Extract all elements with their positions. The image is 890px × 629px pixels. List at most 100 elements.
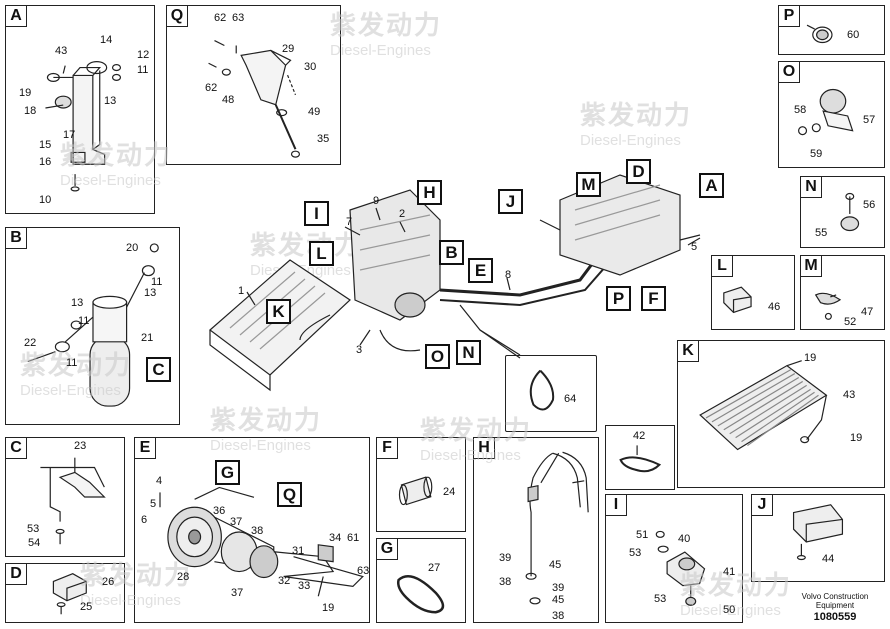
- detail-panel-hose: 64: [505, 355, 597, 432]
- detail-panel-a: A 43 14 12 11 19 13 18 17 15 16 10: [5, 5, 155, 214]
- condenser-drawing: [678, 341, 884, 487]
- part-number: 30: [304, 61, 317, 73]
- callout-n[interactable]: N: [456, 340, 481, 365]
- part-number: 3: [356, 344, 363, 356]
- callout-c[interactable]: C: [146, 357, 171, 382]
- part-number: 19: [322, 602, 335, 614]
- detail-panel-o: O 58 57 59: [778, 61, 885, 168]
- part-number: 36: [213, 505, 226, 517]
- drive-belt-drawing: [377, 539, 465, 622]
- part-number: 37: [231, 587, 244, 599]
- part-number: 19: [804, 352, 817, 364]
- part-number: 13: [71, 297, 84, 309]
- detail-panel-e: E 4 5 6 G Q 36 37 38 28 31 32 33 34 61 6…: [134, 437, 370, 623]
- part-number: 44: [822, 553, 835, 565]
- detail-panel-h: H 39 45 38 39 45 38: [473, 437, 599, 623]
- cable-tie-drawing: [606, 426, 674, 489]
- callout-k[interactable]: K: [266, 299, 291, 324]
- part-number: 63: [357, 565, 370, 577]
- part-number: 39: [499, 552, 512, 564]
- detail-panel-d: D 26 25: [5, 563, 125, 623]
- hose-clip-drawing: [779, 6, 884, 54]
- part-number: 2: [399, 208, 406, 220]
- sleeve-drawing: [377, 438, 465, 531]
- hose-routing-drawing: [474, 438, 598, 622]
- part-number: 11: [137, 64, 149, 76]
- callout-g[interactable]: G: [215, 460, 240, 485]
- bracket-rod-drawing: [167, 6, 340, 164]
- panel-label-g: G: [376, 538, 398, 560]
- detail-panel-f: F 24: [376, 437, 466, 532]
- detail-panel-b: B 20 11 13 13 11 21 22 11 C: [5, 227, 180, 425]
- callout-i[interactable]: I: [304, 201, 329, 226]
- detail-panel-m: M 47 52: [800, 255, 885, 330]
- panel-label-a: A: [5, 5, 27, 27]
- part-number: 53: [629, 547, 642, 559]
- callout-j[interactable]: J: [498, 189, 523, 214]
- panel-label-p: P: [778, 5, 800, 27]
- part-number: 10: [39, 194, 52, 206]
- part-number: 45: [552, 594, 565, 606]
- panel-label-k: K: [677, 340, 699, 362]
- part-number: 11: [78, 315, 90, 327]
- callout-b[interactable]: B: [439, 240, 464, 265]
- drawing-number: 1080559: [813, 611, 857, 623]
- callout-f[interactable]: F: [641, 286, 666, 311]
- panel-label-j: J: [751, 494, 773, 516]
- callout-q[interactable]: Q: [277, 482, 302, 507]
- part-number: 53: [654, 593, 667, 605]
- part-number: 15: [39, 139, 52, 151]
- callout-m[interactable]: M: [576, 172, 601, 197]
- part-number: 5: [150, 498, 157, 510]
- part-number: 57: [863, 114, 876, 126]
- clamp-drawing: [6, 564, 124, 622]
- part-number: 16: [39, 156, 52, 168]
- part-number: 49: [308, 106, 321, 118]
- hose-clamp-drawing: [752, 495, 884, 581]
- part-number: 20: [126, 242, 139, 254]
- part-number: 60: [847, 29, 860, 41]
- part-number: 8: [505, 269, 512, 281]
- part-number: 62: [205, 82, 218, 94]
- part-number: 12: [137, 49, 150, 61]
- part-number: 7: [346, 216, 353, 228]
- part-number: 6: [141, 514, 148, 526]
- detail-panel-p: P 60: [778, 5, 885, 55]
- callout-l[interactable]: L: [309, 241, 334, 266]
- detail-panel-l: L 46: [711, 255, 795, 330]
- part-number: 63: [232, 12, 245, 24]
- part-number: 61: [347, 532, 360, 544]
- part-number: 32: [278, 575, 291, 587]
- part-number: 21: [141, 332, 154, 344]
- panel-label-f: F: [376, 437, 398, 459]
- callout-h[interactable]: H: [417, 180, 442, 205]
- part-number: 13: [144, 287, 157, 299]
- callout-p[interactable]: P: [606, 286, 631, 311]
- panel-label-o: O: [778, 61, 800, 83]
- p-clamp-drawing: [779, 62, 884, 167]
- part-number: 53: [27, 523, 40, 535]
- part-number: 31: [292, 545, 305, 557]
- detail-panel-clip: 42: [605, 425, 675, 490]
- part-number: 59: [810, 148, 823, 160]
- part-number: 23: [74, 440, 87, 452]
- part-number: 18: [24, 105, 37, 117]
- compressor-assembly-drawing: [135, 438, 369, 622]
- callout-o[interactable]: O: [425, 344, 450, 369]
- part-number: 43: [55, 45, 68, 57]
- part-number: 11: [66, 357, 78, 369]
- part-number: 64: [564, 393, 577, 405]
- part-number: 4: [156, 475, 163, 487]
- part-number: 14: [100, 34, 113, 46]
- panel-label-q: Q: [166, 5, 188, 27]
- callout-d[interactable]: D: [626, 159, 651, 184]
- callout-e[interactable]: E: [468, 258, 493, 283]
- bracket-assembly-drawing: [6, 6, 154, 213]
- panel-label-c: C: [5, 437, 27, 459]
- part-number: 38: [251, 525, 264, 537]
- part-number: 26: [102, 576, 115, 588]
- callout-a[interactable]: A: [699, 173, 724, 198]
- part-number: 28: [177, 571, 190, 583]
- panel-label-n: N: [800, 176, 822, 198]
